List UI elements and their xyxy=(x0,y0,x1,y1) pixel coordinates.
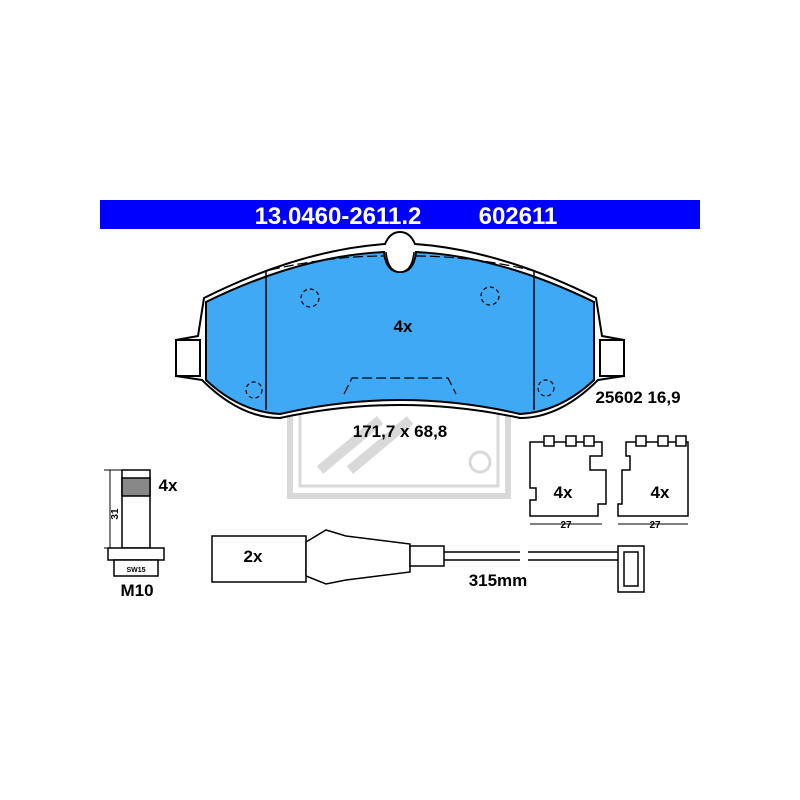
reference-number: 602611 xyxy=(479,203,558,230)
center-notch xyxy=(385,251,415,273)
clip-right-finger-2 xyxy=(657,435,669,447)
clip-left-width: 27 xyxy=(560,520,572,531)
sensor-length: 315mm xyxy=(469,571,528,590)
mount-hole-bottom-right xyxy=(537,379,555,397)
sensor-probe-inner xyxy=(623,551,639,587)
sensor-boot xyxy=(305,529,411,585)
bolt-length: 31 xyxy=(110,508,121,520)
right-tab xyxy=(599,339,625,377)
clip-left-finger-3 xyxy=(583,435,595,447)
bolt-flange xyxy=(107,547,165,561)
header-bar xyxy=(100,200,700,229)
clip-left-finger-1 xyxy=(543,435,555,447)
sensor-sleeve xyxy=(409,545,445,567)
pad-quantity: 4x xyxy=(394,317,413,336)
wear-sensor xyxy=(211,529,645,593)
bolt-thread-size: M10 xyxy=(120,581,153,600)
bolt-quantity: 4x xyxy=(159,476,178,495)
clip-left-finger-2 xyxy=(565,435,577,447)
left-tab xyxy=(175,339,201,377)
part-number: 13.0460-2611.2 xyxy=(255,203,422,230)
upper-dashed-contour xyxy=(269,255,531,271)
lower-dashed-contour xyxy=(343,377,457,395)
mount-hole-bottom-left xyxy=(245,381,263,399)
clip-right-finger-1 xyxy=(635,435,647,447)
clip-left-outline xyxy=(529,441,607,517)
sensor-connector xyxy=(211,535,307,583)
clip-right-quantity: 4x xyxy=(651,483,670,502)
clip-right xyxy=(617,435,689,525)
bolt xyxy=(104,469,165,577)
friction-material xyxy=(205,250,595,416)
bolt-head xyxy=(113,559,159,577)
clip-right-finger-3 xyxy=(675,435,687,447)
wva-thickness: 25602 16,9 xyxy=(595,388,680,407)
mount-hole-top-right xyxy=(480,286,500,306)
clip-left-quantity: 4x xyxy=(554,483,573,502)
wrench-size: SW15 xyxy=(126,567,145,574)
clip-right-outline xyxy=(617,441,689,517)
pad-dimensions: 171,7 x 68,8 xyxy=(353,422,448,441)
clip-left xyxy=(529,435,607,525)
brake-pad xyxy=(175,230,625,420)
bolt-thread xyxy=(121,477,151,497)
sensor-quantity: 2x xyxy=(244,547,263,566)
clip-right-width: 27 xyxy=(649,520,661,531)
mount-hole-top-left xyxy=(300,288,320,308)
sensor-cable xyxy=(444,551,618,561)
